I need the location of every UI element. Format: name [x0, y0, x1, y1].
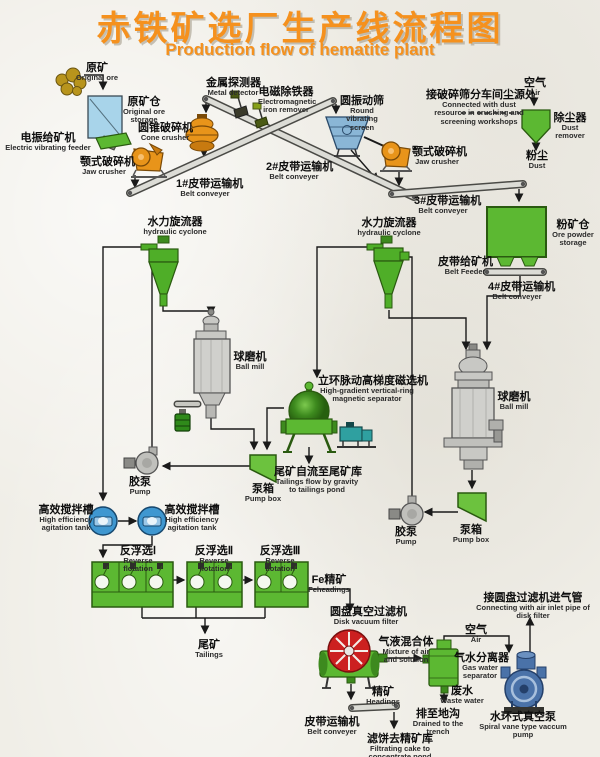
pump-box-1 [249, 454, 277, 484]
original-ore-icon [55, 67, 87, 96]
page-title: 赤铁矿选厂生产线流程图 [96, 10, 504, 48]
flotation-bank-2 [186, 561, 243, 608]
ore-powder-storage-bin [486, 206, 547, 267]
metal-detector-icon [230, 90, 249, 119]
ball-mill-1 [174, 308, 231, 432]
flotation-bank-3 [254, 561, 309, 608]
round-vibrating-screen [325, 116, 370, 157]
slurry-pump-1 [123, 446, 159, 475]
vacuum-pump [500, 651, 547, 714]
gas-water-separator [422, 639, 459, 694]
belt-conveyor-4 [483, 268, 547, 276]
disk-vacuum-filter [318, 629, 388, 689]
ball-mill-2 [443, 343, 504, 470]
iron-remover-icon [252, 102, 269, 129]
separator-drive-unit [337, 422, 376, 448]
hydraul-cyclone-2 [366, 235, 410, 309]
magnetic-separator [280, 381, 338, 453]
jaw-crusher-2 [380, 141, 412, 172]
cone-crusher [185, 114, 219, 152]
belt-conveyor-3 [388, 180, 527, 198]
flow-lines [84, 74, 541, 730]
dust-remover [521, 109, 551, 144]
page-subtitle: Production flow of hematite plant [165, 40, 435, 59]
slurry-pump-2 [388, 495, 424, 526]
pump-box-2 [457, 492, 487, 523]
hydraul-cyclone-1 [140, 235, 179, 307]
belt-conveyor-bottom [348, 702, 400, 712]
agitation-tank-2 [137, 506, 167, 536]
electric-vibrating-feeder [95, 132, 132, 150]
jaw-crusher-1 [131, 142, 167, 178]
agitation-tank-1 [88, 506, 118, 536]
flotation-bank-1 [91, 561, 174, 608]
